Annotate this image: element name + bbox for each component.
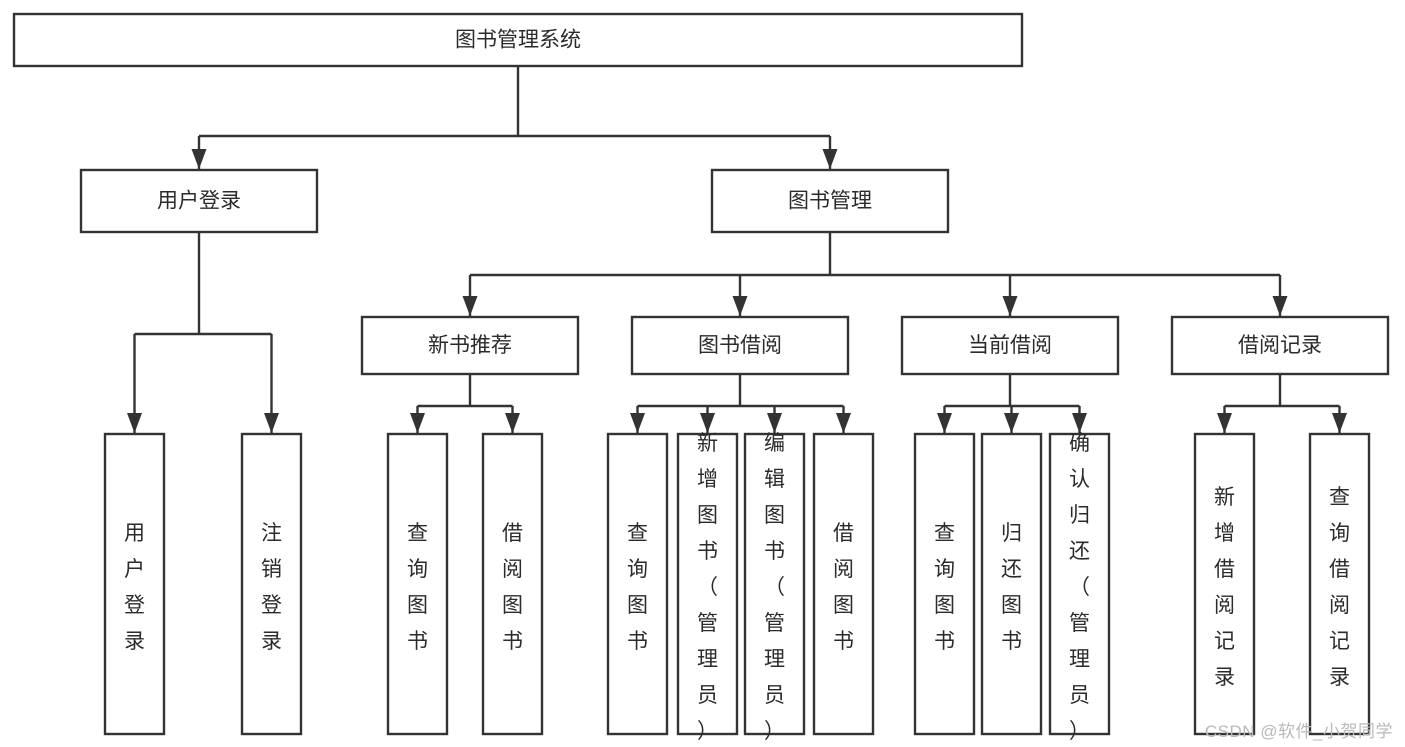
arrow-head-icon bbox=[410, 413, 425, 433]
node-label: 查询借阅记录 bbox=[1329, 486, 1350, 689]
node-leaf-12[interactable]: 查询借阅记录 bbox=[1308, 432, 1371, 736]
node-root-0[interactable]: 图书管理系统 bbox=[12, 12, 1024, 68]
node-l3-2[interactable]: 当前借阅 bbox=[900, 315, 1120, 376]
node-box[interactable] bbox=[630, 315, 850, 376]
node-label: 当前借阅 bbox=[968, 334, 1052, 357]
node-leaf-3[interactable]: 借阅图书 bbox=[481, 432, 544, 736]
node-box[interactable] bbox=[12, 12, 1024, 68]
arrow-head-icon bbox=[1002, 296, 1018, 316]
node-leaf-11[interactable]: 新增借阅记录 bbox=[1193, 432, 1256, 736]
node-leaf-5[interactable]: 新增图书（管理员） bbox=[676, 432, 739, 743]
node-leaf-6[interactable]: 编辑图书（管理员） bbox=[743, 432, 806, 743]
arrow-head-icon bbox=[505, 413, 520, 433]
arrow-head-icon bbox=[264, 413, 279, 433]
node-leaf-1[interactable]: 注销登录 bbox=[240, 432, 303, 736]
node-label: 确认归还（管理员） bbox=[1069, 432, 1090, 743]
node-label: 新增图书（管理员） bbox=[697, 432, 718, 743]
node-label: 新增借阅记录 bbox=[1214, 486, 1235, 689]
node-box[interactable] bbox=[676, 432, 739, 736]
node-box[interactable] bbox=[1193, 432, 1256, 736]
node-box[interactable] bbox=[900, 315, 1120, 376]
node-leaf-7[interactable]: 借阅图书 bbox=[812, 432, 875, 736]
node-box[interactable] bbox=[743, 432, 806, 736]
arrow-head-icon bbox=[836, 413, 851, 433]
node-leaf-4[interactable]: 查询图书 bbox=[606, 432, 669, 736]
node-box[interactable] bbox=[1170, 315, 1390, 376]
node-label: 借阅记录 bbox=[1238, 334, 1322, 357]
node-l3-3[interactable]: 借阅记录 bbox=[1170, 315, 1390, 376]
node-leaf-0[interactable]: 用户登录 bbox=[103, 432, 166, 736]
node-label: 查询图书 bbox=[627, 522, 648, 653]
node-label: 查询图书 bbox=[934, 522, 955, 653]
arrow-head-icon bbox=[630, 413, 645, 433]
node-box[interactable] bbox=[360, 315, 580, 376]
node-label: 借阅图书 bbox=[833, 522, 854, 653]
node-leaf-9[interactable]: 归还图书 bbox=[980, 432, 1043, 736]
node-label: 编辑图书（管理员） bbox=[764, 432, 785, 743]
arrow-head-icon bbox=[1072, 413, 1087, 433]
node-box[interactable] bbox=[980, 432, 1043, 736]
node-l2-1[interactable]: 图书管理 bbox=[710, 168, 950, 234]
node-box[interactable] bbox=[103, 432, 166, 736]
arrow-head-icon bbox=[462, 296, 478, 316]
node-box[interactable] bbox=[79, 168, 319, 234]
node-label: 图书管理系统 bbox=[455, 29, 581, 52]
node-label: 用户登录 bbox=[124, 522, 145, 653]
node-label: 归还图书 bbox=[1001, 522, 1022, 653]
node-box[interactable] bbox=[710, 168, 950, 234]
node-box[interactable] bbox=[606, 432, 669, 736]
connector-layer bbox=[127, 66, 1347, 433]
node-label: 用户登录 bbox=[157, 190, 241, 213]
node-leaf-2[interactable]: 查询图书 bbox=[386, 432, 449, 736]
node-leaf-8[interactable]: 查询图书 bbox=[913, 432, 976, 736]
arrow-head-icon bbox=[1272, 296, 1288, 316]
node-label: 借阅图书 bbox=[502, 522, 523, 653]
node-box[interactable] bbox=[1308, 432, 1371, 736]
node-label: 图书管理 bbox=[788, 190, 872, 213]
node-label: 新书推荐 bbox=[428, 334, 512, 357]
node-box[interactable] bbox=[481, 432, 544, 736]
watermark-label: CSDN @软件_小贺同学 bbox=[1204, 722, 1393, 741]
node-layer: 图书管理系统用户登录图书管理新书推荐图书借阅当前借阅借阅记录用户登录注销登录查询… bbox=[12, 12, 1390, 743]
arrow-head-icon bbox=[732, 296, 748, 316]
node-box[interactable] bbox=[812, 432, 875, 736]
arrow-head-icon bbox=[127, 413, 142, 433]
arrow-head-icon bbox=[191, 149, 207, 169]
node-box[interactable] bbox=[913, 432, 976, 736]
node-l3-0[interactable]: 新书推荐 bbox=[360, 315, 580, 376]
arrow-head-icon bbox=[937, 413, 952, 433]
arrow-head-icon bbox=[1004, 413, 1019, 433]
arrow-head-icon bbox=[822, 149, 838, 169]
node-leaf-10[interactable]: 确认归还（管理员） bbox=[1048, 432, 1111, 743]
arrow-head-icon bbox=[1332, 413, 1347, 433]
node-l2-0[interactable]: 用户登录 bbox=[79, 168, 319, 234]
arrow-head-icon bbox=[1217, 413, 1232, 433]
node-l3-1[interactable]: 图书借阅 bbox=[630, 315, 850, 376]
node-label: 查询图书 bbox=[407, 522, 428, 653]
node-label: 注销登录 bbox=[261, 522, 282, 653]
node-box[interactable] bbox=[240, 432, 303, 736]
arrow-head-icon bbox=[767, 413, 782, 433]
node-label: 图书借阅 bbox=[698, 334, 782, 357]
node-box[interactable] bbox=[1048, 432, 1111, 736]
node-box[interactable] bbox=[386, 432, 449, 736]
arrow-head-icon bbox=[700, 413, 715, 433]
